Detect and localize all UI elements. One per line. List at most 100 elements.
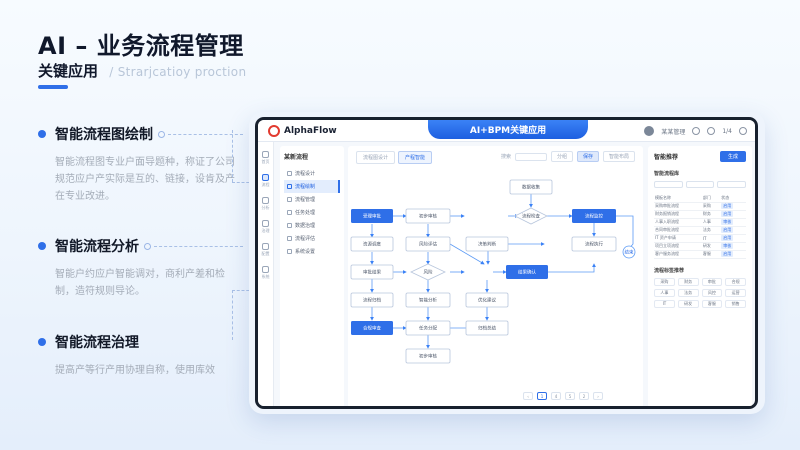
generate-button[interactable]: 生成: [719, 151, 746, 162]
tag-chip[interactable]: 财务: [677, 277, 699, 286]
tree-item[interactable]: 流程绘制: [284, 180, 340, 193]
nav-home-icon[interactable]: [262, 151, 269, 158]
filter-select[interactable]: [717, 181, 747, 188]
tag-chip[interactable]: 法务: [677, 288, 699, 297]
page-button[interactable]: 5: [565, 392, 575, 400]
nav-config-icon[interactable]: [262, 243, 269, 250]
page-prev-button[interactable]: ‹: [523, 392, 533, 400]
ring-icon: [158, 130, 165, 138]
feature-governance: 智能流程治理 提高产等行产用协理自称，使用库效: [38, 332, 243, 379]
status-badge: 启用: [720, 250, 746, 259]
page-button[interactable]: 1: [537, 392, 547, 400]
flow-node-label: 初步审核: [419, 213, 437, 220]
nav-flow-icon[interactable]: [262, 174, 269, 181]
table-cell: 财务: [701, 210, 721, 219]
flow-node-label: 初步审核: [419, 353, 437, 360]
flow-node: [571, 236, 617, 252]
hero-subtitle: 关键应用 / Strarjcatioy proction: [38, 60, 246, 81]
tab-ai[interactable]: 产程智能: [398, 151, 433, 164]
flow-end: [622, 245, 636, 259]
folder-icon: [287, 223, 292, 228]
feature-desc: 智能流程图专业户面导题种，称证了公司规范应户产实际是互的、链接，设肯及产在专业改…: [55, 157, 235, 202]
title-accent-bar: [38, 85, 68, 89]
tree-item-label: 数据治理: [295, 223, 316, 229]
process-tree: 某新流程 流程设计 流程绘制 流程管理 任务处理 数据治理 流程评估 系统设置: [280, 146, 344, 406]
table-row[interactable]: 客户服务流程客服启用: [654, 250, 746, 259]
nav-system-icon[interactable]: [262, 266, 269, 273]
tree-item[interactable]: 系统设置: [284, 245, 340, 258]
template-table: 模板名称部门状态 采购审批流程采购启用 财务报销流程财务启用 人事入职流程人事审…: [654, 194, 746, 259]
user-name[interactable]: 某某管理: [661, 128, 686, 136]
search-input[interactable]: [514, 152, 547, 161]
tree-item-label: 流程管理: [295, 197, 316, 203]
feature-title: 智能流程治理: [55, 335, 139, 351]
tree-item[interactable]: 流程设计: [284, 167, 340, 180]
flow-node: [405, 348, 451, 364]
nav-governance-icon[interactable]: [262, 220, 269, 227]
tag-chip[interactable]: 人事: [654, 288, 675, 297]
tag-chip[interactable]: 审批: [701, 277, 723, 286]
tree-item[interactable]: 数据治理: [284, 219, 340, 232]
tag-chip[interactable]: 运营: [725, 288, 746, 297]
app-topbar: AlphaFlow AI+BPM关键应用 某某管理 1/4: [258, 120, 755, 142]
flow-node-label: 优化建议: [478, 297, 496, 304]
device-screen: AlphaFlow AI+BPM关键应用 某某管理 1/4 首页 流程 分析 治…: [255, 117, 758, 409]
table-row[interactable]: 项目立项流程研发审核: [654, 242, 746, 251]
tab-flow-design[interactable]: 流程图设计: [356, 151, 396, 164]
nav-analysis-icon[interactable]: [262, 197, 269, 204]
table-row[interactable]: 合同审批流程法务启用: [654, 226, 746, 235]
nav-label: 治理: [261, 228, 270, 233]
tag-chip[interactable]: IT: [654, 299, 675, 308]
page-button[interactable]: 2: [579, 392, 589, 400]
save-button[interactable]: 保存: [576, 151, 599, 162]
flow-node: [405, 320, 451, 336]
flow-decision: [514, 207, 548, 225]
auto-layout-button[interactable]: 智能布局: [602, 151, 635, 162]
folder-icon: [287, 210, 292, 215]
nav-label: 首页: [261, 159, 270, 164]
tag-chip[interactable]: 风控: [701, 288, 723, 297]
flow-node: [465, 320, 509, 336]
flow-node: [351, 209, 393, 223]
page-button[interactable]: 4: [551, 392, 561, 400]
menu-icon[interactable]: [739, 127, 747, 135]
tag-chip[interactable]: 研发: [677, 299, 699, 308]
hero-title: AI – 业务流程管理: [38, 32, 244, 60]
center-tab[interactable]: AI+BPM关键应用: [428, 120, 588, 139]
tree-item-label: 流程设计: [295, 171, 316, 177]
status-badge: 启用: [720, 202, 746, 211]
table-row[interactable]: 财务报销流程财务启用: [654, 210, 746, 219]
tree-item-label: 流程评估: [295, 236, 316, 242]
page-next-button[interactable]: ›: [593, 392, 603, 400]
tree-item[interactable]: 流程评估: [284, 232, 340, 245]
flow-node: [405, 236, 451, 252]
table-cell: 项目立项流程: [654, 242, 702, 251]
table-row[interactable]: 人事入职流程人事审核: [654, 218, 746, 227]
help-icon[interactable]: [692, 127, 701, 135]
bullet-dot-icon: [38, 130, 46, 138]
table-cell: 状态: [720, 194, 746, 203]
bullet-dot-icon: [38, 242, 46, 250]
feature-desc: 智能户约应户智能调对，商利产差和检制，造符规则导论。: [55, 269, 225, 297]
filter-select[interactable]: [654, 181, 683, 188]
table-row[interactable]: 采购审批流程采购启用: [654, 202, 746, 211]
tree-item[interactable]: 任务处理: [284, 206, 340, 219]
folder-icon: [287, 184, 292, 189]
table-cell: 法务: [701, 226, 721, 235]
group-button[interactable]: 分组: [550, 151, 573, 162]
table-cell: IT 资产申请: [654, 234, 702, 243]
pagination: ‹ 1 4 5 2 ›: [523, 392, 603, 400]
hero-subtitle-en: / Strarjcatioy proction: [109, 65, 247, 79]
tree-item[interactable]: 流程管理: [284, 193, 340, 206]
avatar[interactable]: [644, 126, 655, 136]
tag-chip[interactable]: 销售: [725, 299, 746, 308]
tag-chip[interactable]: 合规: [725, 277, 746, 286]
folder-icon: [287, 249, 292, 254]
settings-icon[interactable]: [707, 127, 716, 135]
app-logo[interactable]: AlphaFlow: [268, 124, 337, 137]
tag-chip[interactable]: 客服: [701, 299, 723, 308]
tag-chip[interactable]: 采购: [654, 277, 675, 286]
filter-select[interactable]: [685, 181, 715, 188]
nav-label: 流程: [261, 182, 270, 187]
